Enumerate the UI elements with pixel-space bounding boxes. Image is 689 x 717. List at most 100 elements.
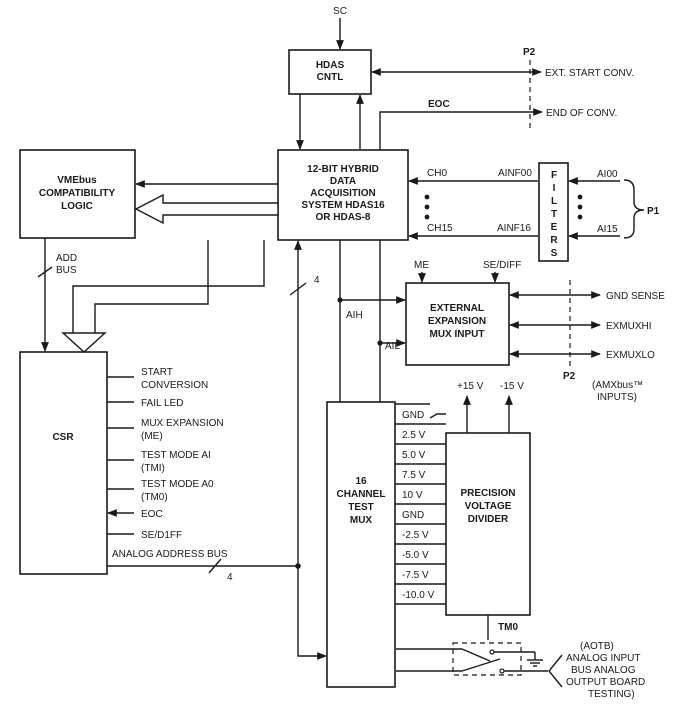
eoc-top-label: EOC bbox=[428, 99, 450, 110]
ext-start-conv-signal: EXT. START CONV. bbox=[371, 68, 634, 79]
voltage-tap-label: 2.5 V bbox=[402, 430, 426, 441]
sc-label: SC bbox=[333, 6, 347, 17]
voltage-divider-block: PRECISION VOLTAGE DIVIDER bbox=[445, 432, 531, 616]
hybrid-address-bus: 4 bbox=[289, 240, 320, 566]
hdas-cntl-block: HDAS CNTL bbox=[288, 49, 372, 95]
p2-bottom-label: P2 bbox=[563, 371, 576, 382]
divider-line-3: DIVIDER bbox=[468, 514, 509, 525]
hybrid-line-4: SYSTEM HDAS16 bbox=[301, 200, 385, 211]
aih-ail-lines: AIH AIL bbox=[337, 240, 406, 402]
hdas-cntl-line-2: CNTL bbox=[317, 72, 344, 83]
csr-signal-label: EOC bbox=[141, 509, 163, 520]
amxbus-line-2: INPUTS) bbox=[597, 392, 637, 403]
vmebus-line-1: VMEbus bbox=[57, 175, 97, 186]
vmebus-logic-block: VMEbus COMPATIBILITY LOGIC bbox=[19, 149, 136, 239]
exmuxhi-label: EXMUXHI bbox=[606, 321, 652, 332]
hdas-cntl-line-1: HDAS bbox=[316, 60, 345, 71]
aotb-line-3: BUS ANALOG bbox=[571, 665, 636, 676]
csr-signal-label: (TMI) bbox=[141, 463, 165, 474]
power-supplies: +15 V -15 V bbox=[457, 381, 524, 433]
hybrid-bus-width-label: 4 bbox=[314, 275, 320, 286]
voltage-tap-label: -10.0 V bbox=[402, 590, 435, 601]
vmebus-line-3: LOGIC bbox=[61, 201, 93, 212]
ainf00-label: AINF00 bbox=[498, 168, 532, 179]
ch0-label: CH0 bbox=[427, 168, 447, 179]
filters-block: F I L T E R S bbox=[538, 162, 569, 262]
ext-mux-line-1: EXTERNAL bbox=[430, 303, 484, 314]
csr-signal-label: TEST MODE A0 bbox=[141, 479, 214, 490]
filters-letter-r: R bbox=[550, 235, 558, 246]
voltage-tap-label: -2.5 V bbox=[402, 530, 429, 541]
add-bus-line-1: ADD bbox=[56, 253, 77, 264]
ainf16-label: AINF16 bbox=[497, 223, 531, 234]
plus-15v-label: +15 V bbox=[457, 381, 484, 392]
ch15-label: CH15 bbox=[427, 223, 453, 234]
filters-letter-s: S bbox=[551, 248, 558, 259]
add-bus-line-2: BUS bbox=[56, 265, 77, 276]
filters-letter-e: E bbox=[551, 222, 558, 233]
voltage-tap-label: 5.0 V bbox=[402, 450, 426, 461]
address-bus-width-label: 4 bbox=[227, 572, 233, 583]
filters-letter-f: F bbox=[551, 170, 557, 181]
hybrid-to-vmebus-arrows bbox=[134, 180, 279, 225]
voltage-tap-label: -5.0 V bbox=[402, 550, 429, 561]
vmebus-line-2: COMPATIBILITY bbox=[39, 188, 116, 199]
csr-signal-label: SE/D1FF bbox=[141, 530, 182, 541]
csr-signal-label: (TM0) bbox=[141, 492, 168, 503]
voltage-tap-label: -7.5 V bbox=[402, 570, 429, 581]
test-mux-line-2: CHANNEL bbox=[337, 489, 386, 500]
csr-signal-label: START bbox=[141, 367, 173, 378]
sc-signal: SC bbox=[333, 6, 347, 50]
amxbus-signals: GND SENSE EXMUXHI EXMUXLO P2 (AMXbus™ IN… bbox=[509, 280, 665, 403]
tm0-switch: TM0 (AOTB) ANALOG INPUT BUS ANALOG OUTPU… bbox=[396, 615, 645, 700]
external-mux-block: EXTERNAL EXPANSION MUX INPUT bbox=[405, 282, 510, 366]
aih-label: AIH bbox=[346, 310, 363, 321]
filters-letter-i: I bbox=[553, 183, 556, 194]
p2-top-label: P2 bbox=[523, 47, 536, 58]
channel-lines: CH0 AINF00 CH15 AINF16 bbox=[408, 168, 538, 240]
csr-signal-label: (ME) bbox=[141, 431, 163, 442]
me-label: ME bbox=[414, 260, 429, 271]
analog-inputs: AI00 AI15 P1 bbox=[568, 169, 660, 240]
test-mux-block: 16 CHANNEL TEST MUX bbox=[326, 401, 396, 688]
analog-address-bus-label: ANALOG ADDRESS BUS bbox=[112, 549, 228, 560]
divider-line-2: VOLTAGE bbox=[465, 501, 512, 512]
csr-signal-label: CONVERSION bbox=[141, 380, 208, 391]
ext-start-label: EXT. START CONV. bbox=[545, 68, 634, 79]
tm0-label: TM0 bbox=[498, 622, 518, 633]
aotb-line-5: TESTING) bbox=[588, 689, 635, 700]
gnd-sense-label: GND SENSE bbox=[606, 291, 665, 302]
ext-mux-control: ME SE/DIFF bbox=[414, 260, 521, 283]
voltage-tap-label: GND bbox=[402, 510, 424, 521]
csr-signal-label: MUX EXPANSION bbox=[141, 418, 224, 429]
end-of-conv-label: END OF CONV. bbox=[546, 108, 617, 119]
csr-label: CSR bbox=[52, 432, 74, 443]
minus-15v-label: -15 V bbox=[500, 381, 524, 392]
analog-address-bus: ANALOG ADDRESS BUS 4 bbox=[107, 549, 327, 660]
end-of-conv-signal: EOC END OF CONV. bbox=[379, 99, 617, 150]
aotb-line-4: OUTPUT BOARD bbox=[566, 677, 645, 688]
hybrid-data-bus-to-csr bbox=[61, 240, 265, 353]
test-mux-line-1: 16 bbox=[355, 476, 367, 487]
test-mux-line-3: TEST bbox=[348, 502, 374, 513]
add-bus: ADD BUS bbox=[37, 238, 77, 352]
ext-mux-line-2: EXPANSION bbox=[428, 316, 486, 327]
ail-label: AIL bbox=[385, 341, 400, 352]
voltage-tap-label: 10 V bbox=[402, 490, 423, 501]
ai00-label: AI00 bbox=[597, 169, 618, 180]
amxbus-line-1: (AMXbus™ bbox=[592, 380, 643, 391]
ext-mux-line-3: MUX INPUT bbox=[430, 329, 485, 340]
hybrid-line-5: OR HDAS-8 bbox=[315, 212, 370, 223]
csr-signal-label: FAIL LED bbox=[141, 398, 183, 409]
hybrid-line-3: ACQUISITION bbox=[310, 188, 376, 199]
filters-letter-l: L bbox=[551, 196, 557, 207]
csr-signal-list: START CONVERSION FAIL LED MUX EXPANSION (ME)… bbox=[107, 367, 224, 541]
p1-label: P1 bbox=[647, 206, 660, 217]
aotb-line-1: (AOTB) bbox=[580, 641, 614, 652]
csr-signal-label: TEST MODE AI bbox=[141, 450, 211, 461]
csr-block: CSR bbox=[19, 351, 108, 575]
divider-line-1: PRECISION bbox=[460, 488, 515, 499]
exmuxlo-label: EXMUXLO bbox=[606, 350, 655, 361]
